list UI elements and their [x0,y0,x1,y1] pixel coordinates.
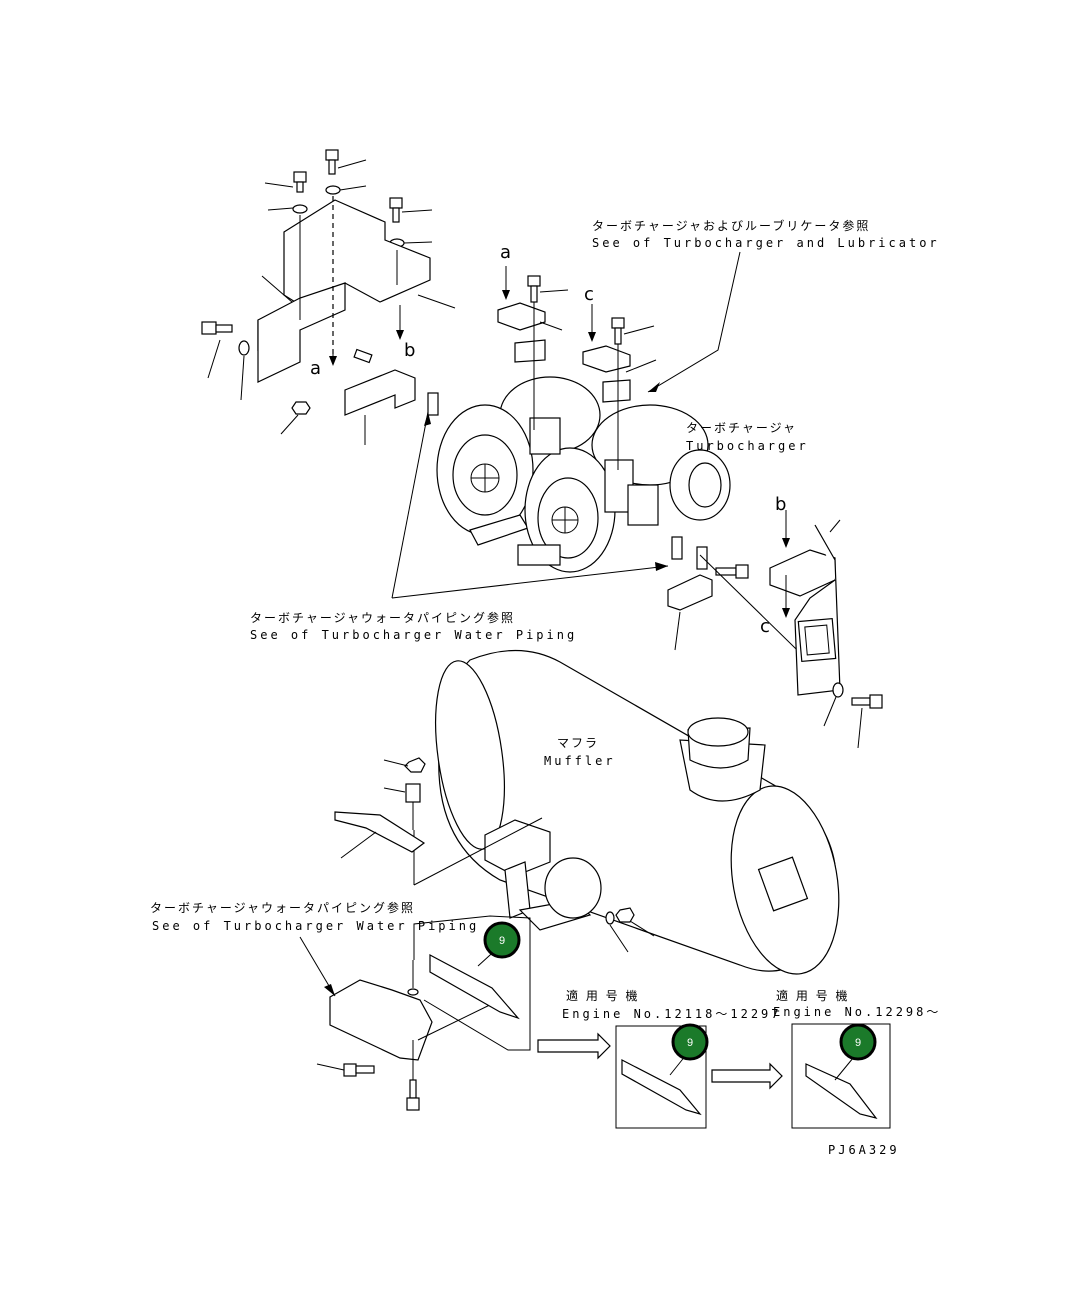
gasket-1 [427,392,439,416]
washer-2 [325,185,341,195]
applicability-en-1: Engine No.12118〜12297 [562,1007,782,1021]
water-piping-ref-en-1: See of Turbocharger Water Piping [250,628,577,642]
bolt-5 [611,317,625,345]
side-washer [238,340,250,356]
water-piping-ref-jp-1: ターボチャージャウォータパイピング参照 [250,610,515,625]
lower-bracket [667,574,713,611]
right-bracket-assembly [769,510,883,749]
water-piping-ref-en-2: See of Turbocharger Water Piping [152,919,479,933]
part-badge-1: 9 [483,921,521,959]
turbo-lube-ref-jp: ターボチャージャおよびルーブリケータ参照 [592,218,870,233]
turbocharger-label-en: Turbocharger [686,439,809,453]
arrow-letter-c-1: c [584,284,594,305]
nut-2 [404,757,426,773]
water-piping-ref-jp-2: ターボチャージャウォータパイピング参照 [150,900,415,915]
part-badge-3: 9 [839,1023,877,1061]
nut-1 [291,401,311,415]
arrow-letter-c-2: c [760,616,770,637]
muffler-label-en: Muffler [544,754,616,768]
lower-bracket-assembly [316,915,531,1111]
applicability-panel-2 [791,1023,891,1129]
clamp-a [497,302,546,331]
drawing-code: PJ6A329 [828,1143,900,1157]
turbocharger-assembly [427,266,839,691]
washer-1 [292,204,308,214]
applicability-panel-1 [615,1025,707,1129]
muffler-label-jp: マフラ [557,736,599,750]
bolt-4 [527,275,541,303]
side-bolt [201,321,233,335]
muffler-assembly [334,649,840,975]
part-badge-2: 9 [671,1023,709,1061]
arrow-letter-b-1: b [404,340,415,361]
transition-arrow-1 [537,1032,611,1060]
shim-plate [334,811,426,853]
applicability-en-2: Engine No.12298〜 [773,1005,941,1019]
gasket-2 [671,536,683,560]
arrow-letter-a-2: a [500,242,511,263]
transition-arrow-2 [711,1062,783,1090]
bolt-9 [406,1079,420,1111]
bolt-8 [343,1063,375,1077]
arrow-letter-b-2: b [775,494,786,515]
small-bracket [344,369,416,416]
bolt-2 [325,149,339,175]
bracket-plate [283,199,431,306]
arrow-letter-a-1: a [310,358,321,379]
clamp-c [582,345,631,373]
part-badge-1-number: 9 [499,935,505,947]
applicability-jp-2: 適 用 号 機 [776,988,849,1003]
part-badge-3-number: 9 [855,1037,861,1049]
spacer [405,783,421,803]
bolt-7 [851,694,883,709]
part-badge-2-number: 9 [687,1037,693,1049]
bolt-1 [293,171,307,193]
bolt-3 [389,197,403,223]
turbo-lube-ref-en: See of Turbocharger and Lubricator [592,236,940,250]
bracket-side [257,320,301,383]
right-washer [832,682,844,698]
applicability-jp-1: 適 用 号 機 [566,988,639,1003]
bolt-6 [715,564,749,579]
turbocharger-label-jp: ターボチャージャ [686,421,797,435]
upper-bracket-assembly [201,149,456,445]
